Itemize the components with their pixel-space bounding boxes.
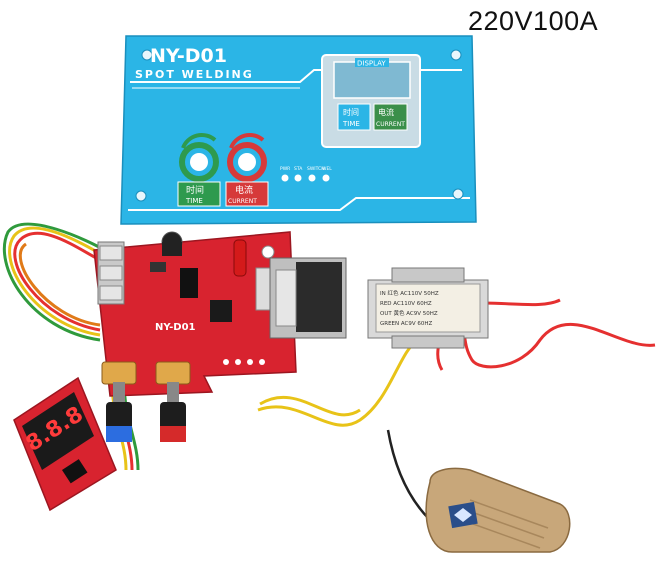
spec-heading: 220V100A	[468, 6, 599, 36]
transformer-row-3: OUT 黄色 AC9V 50HZ	[380, 309, 438, 317]
knob-current-en-label: CURRENT	[228, 198, 257, 205]
control-board: NY-D01	[93, 231, 297, 397]
indicator-led-row: PWR STA SWITCH WEL	[280, 166, 332, 182]
knob-current-cn-label: 电流	[235, 184, 253, 196]
display-current-cn-label: 电流	[378, 107, 394, 117]
panel-model-label: NY-D01	[150, 45, 227, 67]
board-model-label: NY-D01	[155, 322, 196, 333]
time-knob-ring	[179, 142, 219, 182]
display-label: DISPLAY	[357, 60, 386, 68]
knob-time-en-label: TIME	[185, 197, 203, 205]
foot-pedal[interactable]	[425, 467, 571, 553]
display-current-en-label: CURRENT	[376, 121, 405, 128]
indicator-label-sta: STA	[294, 166, 303, 172]
time-knob[interactable]	[106, 382, 132, 442]
knob-time-cn-label: 时间	[186, 184, 204, 196]
control-panel-overlay: NY-D01 SPOT WELDING DISPLAY 时间 TIME 电流 C…	[120, 35, 477, 225]
current-knob-ring	[227, 142, 267, 182]
transformer-row-4: GREEN AC9V 60HZ	[380, 321, 433, 327]
current-knob[interactable]	[160, 382, 186, 442]
panel-subtitle-label: SPOT WELDING	[135, 68, 254, 81]
indicator-label-wel: WEL	[322, 166, 332, 172]
indicator-label-switch: SWITCH	[307, 166, 325, 172]
transformer-row-1: IN 红色 AC110V 50HZ	[380, 289, 439, 297]
indicator-label-pwr: PWR	[280, 166, 290, 172]
transformer-row-2: RED AC110V 60HZ	[380, 301, 432, 307]
transformer: IN 红色 AC110V 50HZ RED AC110V 60HZ OUT 黄色…	[367, 267, 489, 349]
digital-display-module: 8.8.8	[13, 376, 117, 512]
thyristor-module	[269, 257, 347, 339]
display-time-cn-label: 时间	[343, 107, 359, 117]
display-time-en-label: TIME	[342, 120, 360, 128]
